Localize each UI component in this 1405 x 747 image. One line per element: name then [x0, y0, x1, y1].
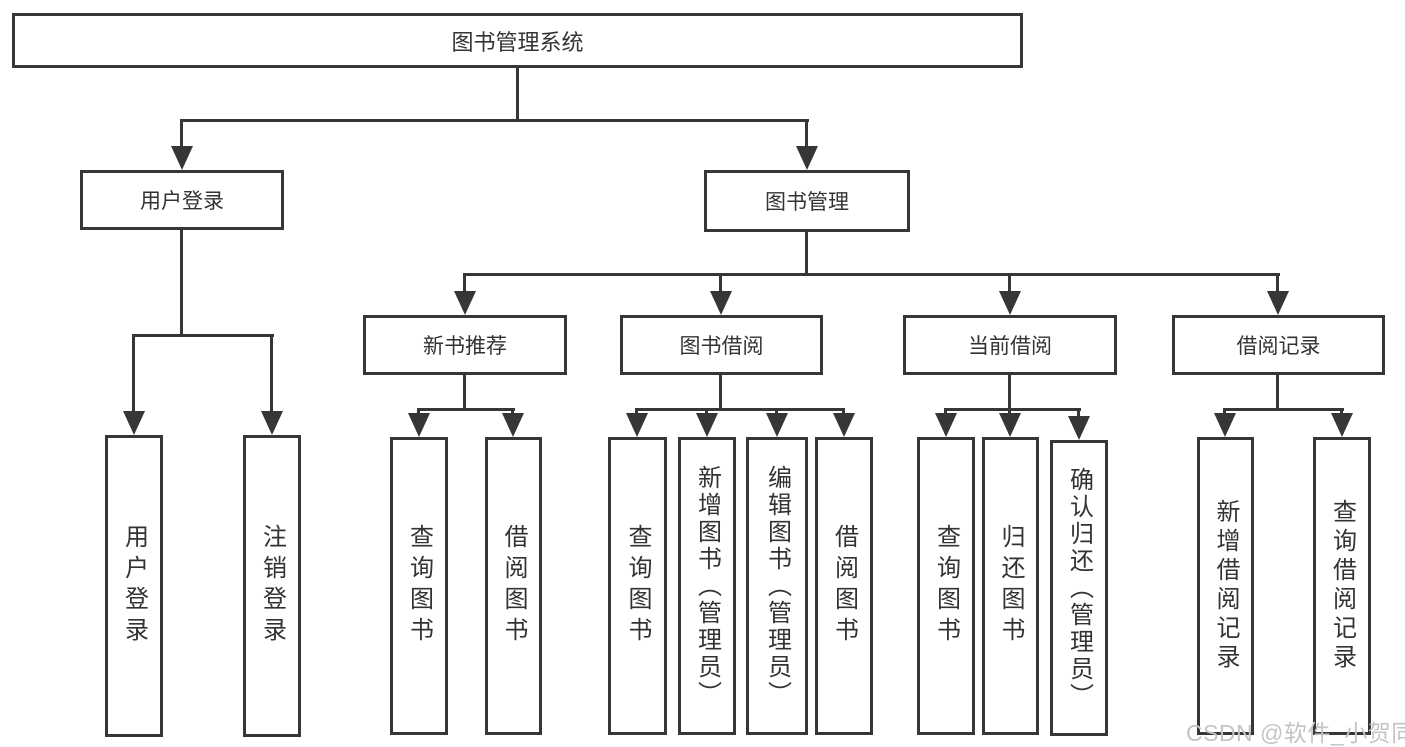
connector-line: [463, 273, 1280, 276]
leaf-query-books-2: 查询图书: [608, 437, 667, 735]
arrow-down-icon: [1331, 413, 1353, 437]
connector-line: [944, 408, 947, 415]
connector-line: [132, 334, 274, 337]
leaf-return-books: 归还图书: [982, 437, 1039, 735]
connector-line: [417, 408, 515, 411]
leaf-add-borrow-record: 新增借阅记录: [1197, 437, 1254, 735]
arrow-down-icon: [999, 291, 1021, 315]
connector-line: [775, 408, 778, 415]
connector-line: [180, 230, 183, 334]
connector-line: [270, 334, 273, 413]
connector-line: [1276, 375, 1279, 408]
connector-line: [719, 273, 722, 293]
connector-line: [944, 408, 1081, 411]
node-book-borrowing: 图书借阅: [620, 315, 823, 375]
arrow-down-icon: [1267, 291, 1289, 315]
arrow-down-icon: [833, 413, 855, 437]
arrow-down-icon: [454, 291, 476, 315]
connector-line: [132, 334, 135, 413]
connector-line: [1276, 273, 1279, 293]
node-current-borrowing: 当前借阅: [903, 315, 1117, 375]
leaf-confirm-return-admin: 确认归还（管理员）: [1050, 440, 1108, 736]
leaf-query-books-1: 查询图书: [390, 437, 448, 735]
leaf-borrow-books-1: 借阅图书: [485, 437, 542, 735]
arrow-down-icon: [261, 411, 283, 435]
arrow-down-icon: [171, 146, 193, 170]
connector-line: [635, 408, 638, 415]
connector-line: [805, 119, 808, 148]
arrow-down-icon: [999, 413, 1021, 437]
leaf-query-borrow-record: 查询借阅记录: [1313, 437, 1371, 735]
connector-line: [635, 408, 844, 411]
leaf-query-books-3: 查询图书: [917, 437, 975, 735]
connector-line: [417, 408, 420, 415]
arrow-down-icon: [123, 411, 145, 435]
arrow-down-icon: [1214, 413, 1236, 437]
arrow-down-icon: [696, 413, 718, 437]
leaf-add-books-admin: 新增图书（管理员）: [678, 437, 736, 735]
arrow-down-icon: [408, 413, 430, 437]
connector-line: [1223, 408, 1344, 411]
connector-line: [511, 408, 514, 415]
connector-line: [1223, 408, 1226, 415]
arrow-down-icon: [1068, 416, 1090, 440]
watermark: CSDN @软件_小贺同学: [1186, 720, 1405, 746]
connector-line: [516, 68, 519, 119]
connector-line: [805, 232, 808, 273]
connector-line: [463, 273, 466, 293]
arrow-down-icon: [626, 413, 648, 437]
connector-line: [463, 375, 466, 408]
connector-line: [1340, 408, 1343, 415]
connector-line: [1008, 375, 1011, 408]
arrow-down-icon: [766, 413, 788, 437]
leaf-borrow-books-2: 借阅图书: [815, 437, 873, 735]
arrow-down-icon: [710, 291, 732, 315]
arrow-down-icon: [796, 146, 818, 170]
connector-line: [719, 375, 722, 408]
connector-line: [180, 119, 183, 148]
connector-line: [1077, 408, 1080, 418]
arrow-down-icon: [502, 413, 524, 437]
node-book-management: 图书管理: [704, 170, 910, 232]
leaf-edit-books-admin: 编辑图书（管理员）: [746, 437, 808, 735]
node-user-login: 用户登录: [80, 170, 284, 230]
leaf-logout: 注销登录: [243, 435, 301, 737]
connector-line: [180, 119, 809, 122]
node-root: 图书管理系统: [12, 13, 1023, 68]
connector-line: [842, 408, 845, 415]
connector-line: [705, 408, 708, 415]
arrow-down-icon: [935, 413, 957, 437]
node-borrowing-records: 借阅记录: [1172, 315, 1385, 375]
leaf-user-login: 用户登录: [105, 435, 163, 737]
node-new-book-recommend: 新书推荐: [363, 315, 567, 375]
connector-line: [1008, 408, 1011, 415]
connector-line: [1008, 273, 1011, 293]
